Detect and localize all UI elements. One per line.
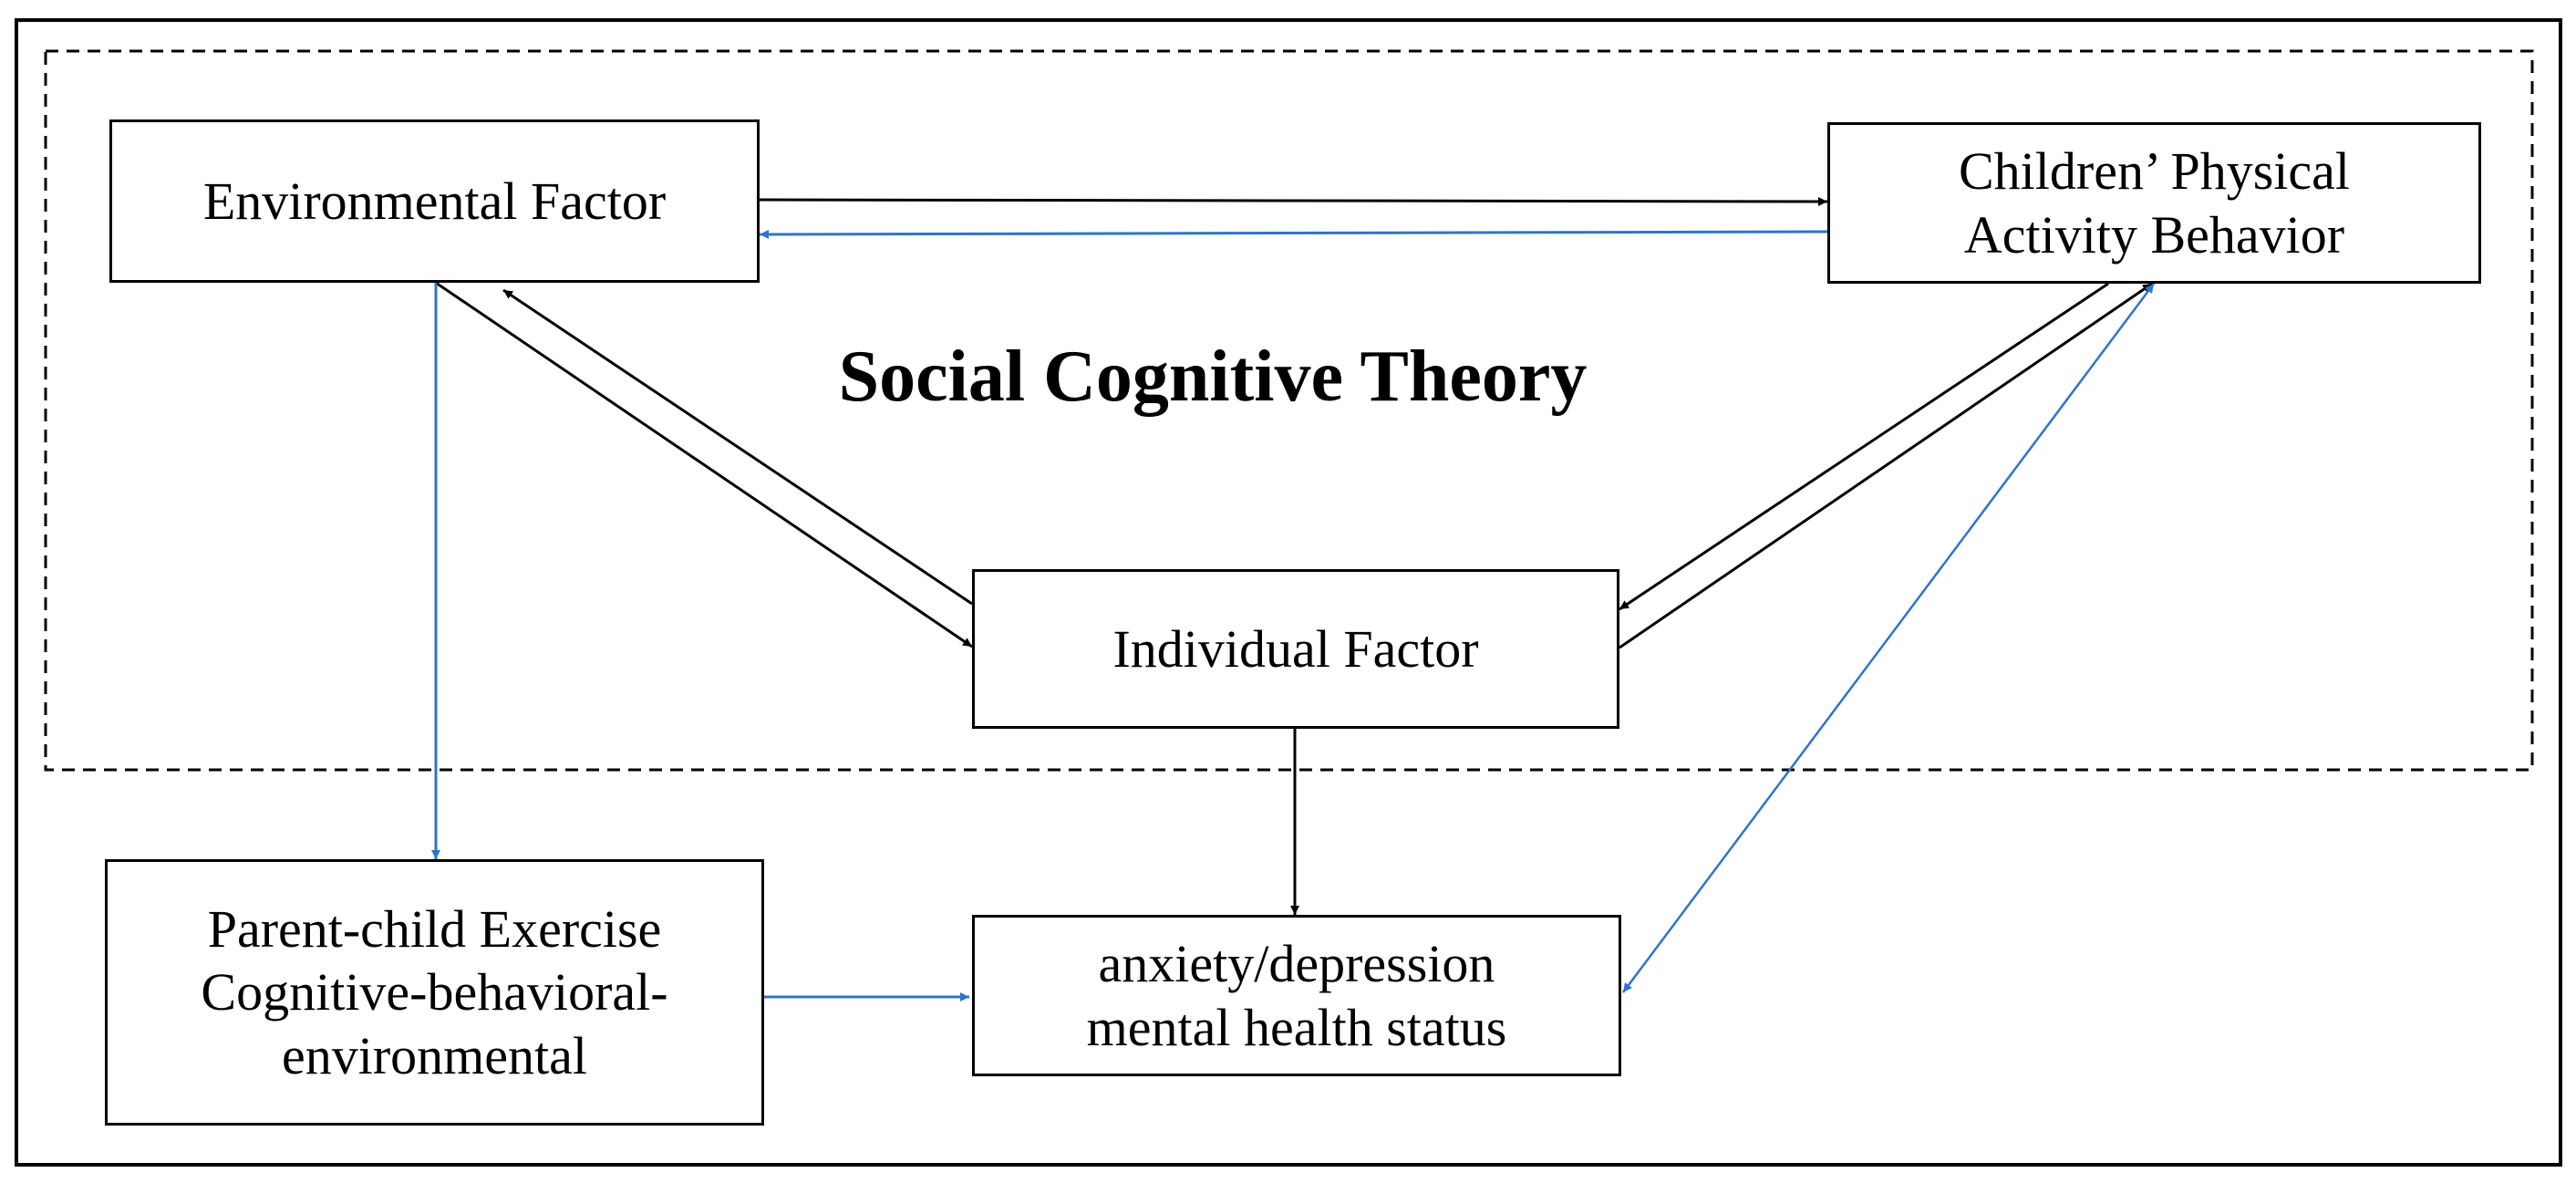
node-environmental-factor: Environmental Factor [109, 119, 760, 283]
edge-environmental-to-behavior [759, 196, 1828, 206]
node-label-line: Activity Behavior [1963, 204, 2345, 265]
node-label-line: Children’ Physical [1958, 140, 2351, 201]
edge-individual-to-environmental [502, 288, 973, 606]
node-individual-factor: Individual Factor [972, 569, 1619, 729]
node-label-line: Parent-child Exercise [207, 898, 662, 959]
edge-environmental-to-individual [435, 281, 973, 649]
node-label-line: mental health status [1086, 997, 1507, 1057]
outer-frame [15, 18, 2562, 1167]
edge-behavior-to-individual [1619, 282, 2109, 611]
node-label-line: Environmental Factor [202, 171, 667, 231]
edge-behavior-to-environmental [759, 229, 1828, 239]
theory-title: Social Cognitive Theory [838, 337, 1588, 417]
node-label-line: Individual Factor [1112, 618, 1479, 679]
node-label-line: anxiety/depression [1098, 933, 1495, 993]
edge-behavior-mental-health-bidirectional [1621, 283, 2156, 993]
node-label-line: Cognitive-behavioral- [201, 962, 668, 1022]
node-label-line: environmental [281, 1025, 587, 1085]
theory-boundary [44, 49, 2534, 772]
